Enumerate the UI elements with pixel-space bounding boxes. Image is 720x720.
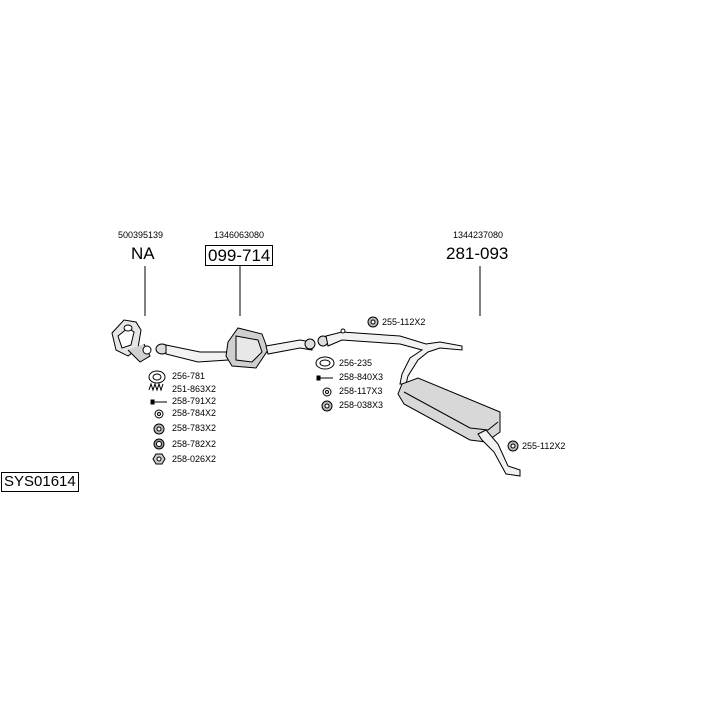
hardware-code: 255-112X2 [522, 441, 566, 451]
hardware-code: 258-038X3 [339, 400, 384, 410]
part-number-rear-silencer: 281-093 [446, 244, 509, 263]
locknut-icon [153, 438, 165, 450]
rubber-mount-icon [367, 316, 379, 328]
nut-icon [321, 400, 333, 412]
part-number-na: NA [131, 244, 155, 263]
catalyst-part [155, 327, 316, 369]
system-code: SYS01614 [1, 472, 79, 492]
hardware-code: 258-791X2 [172, 396, 217, 406]
gasket-ring-icon [148, 370, 166, 384]
hardware-code: 258-026X2 [172, 454, 217, 464]
oem-number: 500395139 [118, 230, 164, 240]
hardware-code: 258-784X2 [172, 408, 217, 418]
manifold-part [111, 319, 152, 363]
bolt-icon [316, 375, 333, 381]
washer-icon [322, 387, 332, 397]
part-number-catalyst[interactable]: 099-714 [205, 245, 274, 266]
oem-number: 1344237080 [453, 230, 504, 240]
hardware-code: 258-117X3 [339, 386, 383, 396]
bolt-icon [150, 399, 167, 405]
hardware-code: 258-783X2 [172, 423, 217, 433]
nut-icon [153, 423, 165, 435]
spring-icon [148, 382, 164, 392]
front-hardware-icons [148, 370, 167, 465]
hardware-code: 258-782X2 [172, 439, 217, 449]
middle-hardware-icons [315, 356, 335, 412]
hardware-code: 258-840X3 [339, 372, 384, 382]
rubber-mount-icon [507, 440, 519, 452]
hardware-code: 256-781 [172, 371, 206, 381]
hardware-code: 256-235 [339, 358, 373, 368]
oem-number: 1346063080 [214, 230, 265, 240]
hardware-code: 255-112X2 [382, 317, 426, 327]
gasket-ring-icon [315, 356, 335, 370]
flange-nut-icon [152, 453, 166, 465]
rear-silencer-part [317, 328, 521, 477]
washer-icon [154, 409, 164, 419]
hardware-code: 251-863X2 [172, 384, 217, 394]
